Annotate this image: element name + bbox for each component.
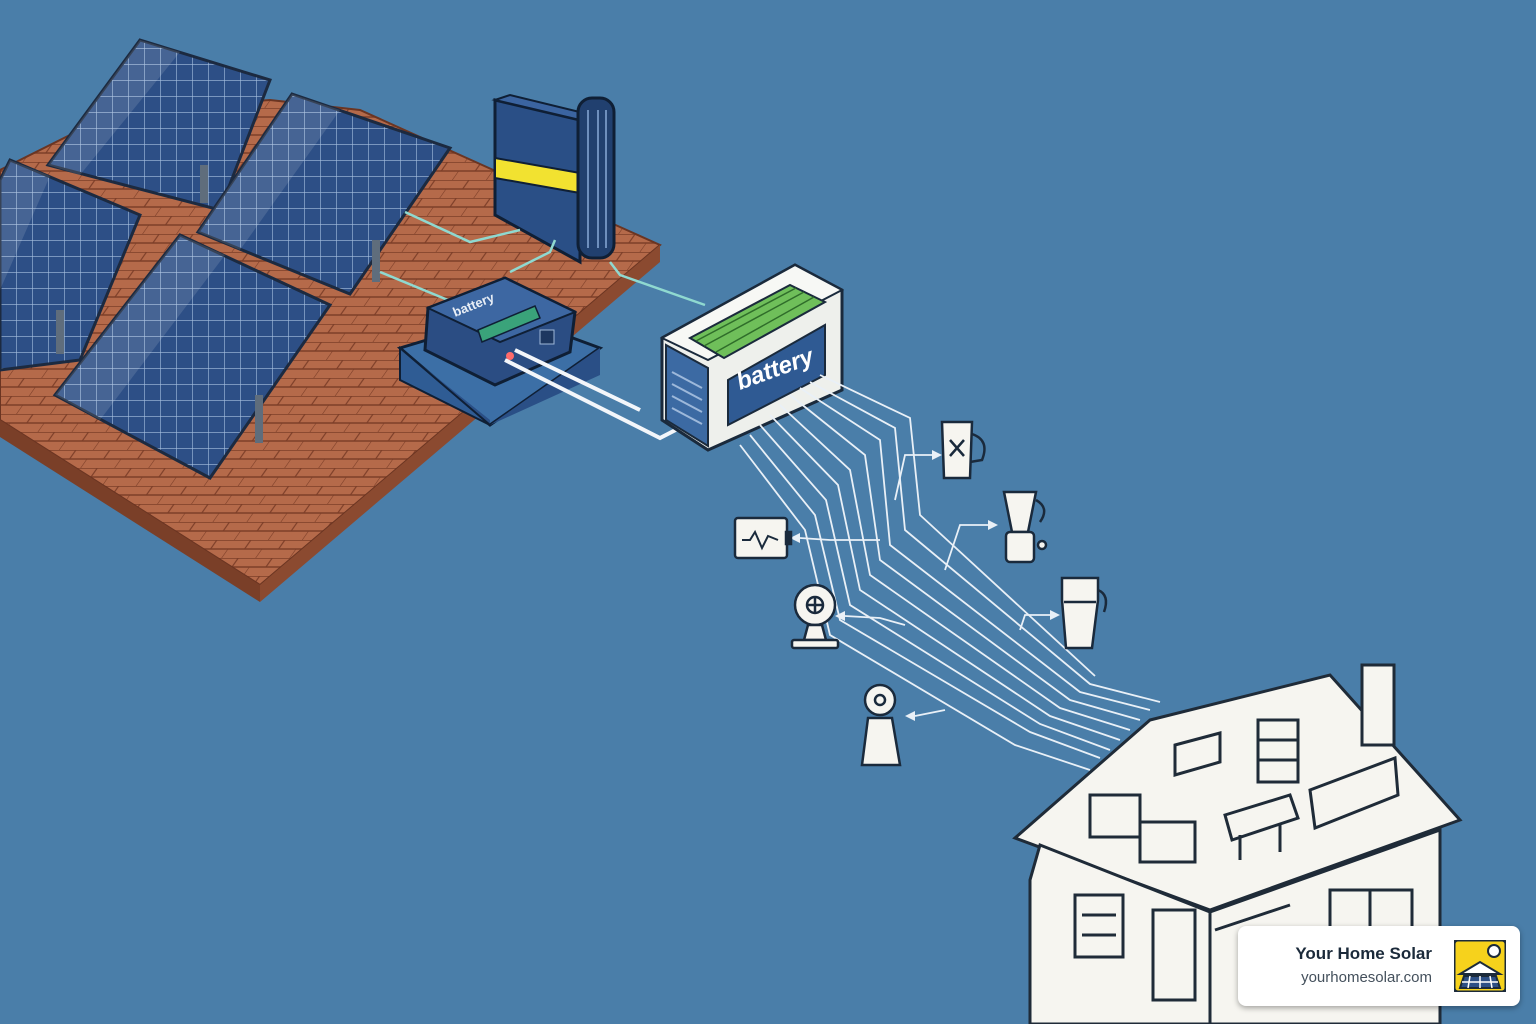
blender-icon: [1002, 490, 1048, 564]
inverter-icon: [491, 93, 616, 265]
solar-panel-icon: [0, 158, 142, 372]
monitor-icon: [733, 516, 793, 560]
brand-badge[interactable]: Your Home Solar yourhomesolar.com: [1238, 926, 1520, 1006]
battery-icon: battery: [659, 263, 845, 452]
coffee-maker-icon: [1060, 576, 1108, 650]
kettle-icon: [940, 420, 986, 480]
power-lines: [739, 374, 1161, 771]
appliance-feeds: [799, 454, 1050, 717]
brand-url[interactable]: yourhomesolar.com: [1301, 969, 1432, 986]
solar-panel-icon: [195, 92, 453, 296]
arrowheads: [790, 450, 1060, 721]
charge-controller-icon: battery: [396, 276, 604, 427]
heater-icon: [860, 683, 902, 767]
brand-name: Your Home Solar: [1295, 944, 1432, 963]
solar-logo-icon: [1454, 940, 1506, 992]
solar-panel-icon: [52, 233, 333, 480]
solar-array: [0, 38, 453, 480]
fan-icon: [790, 583, 840, 650]
